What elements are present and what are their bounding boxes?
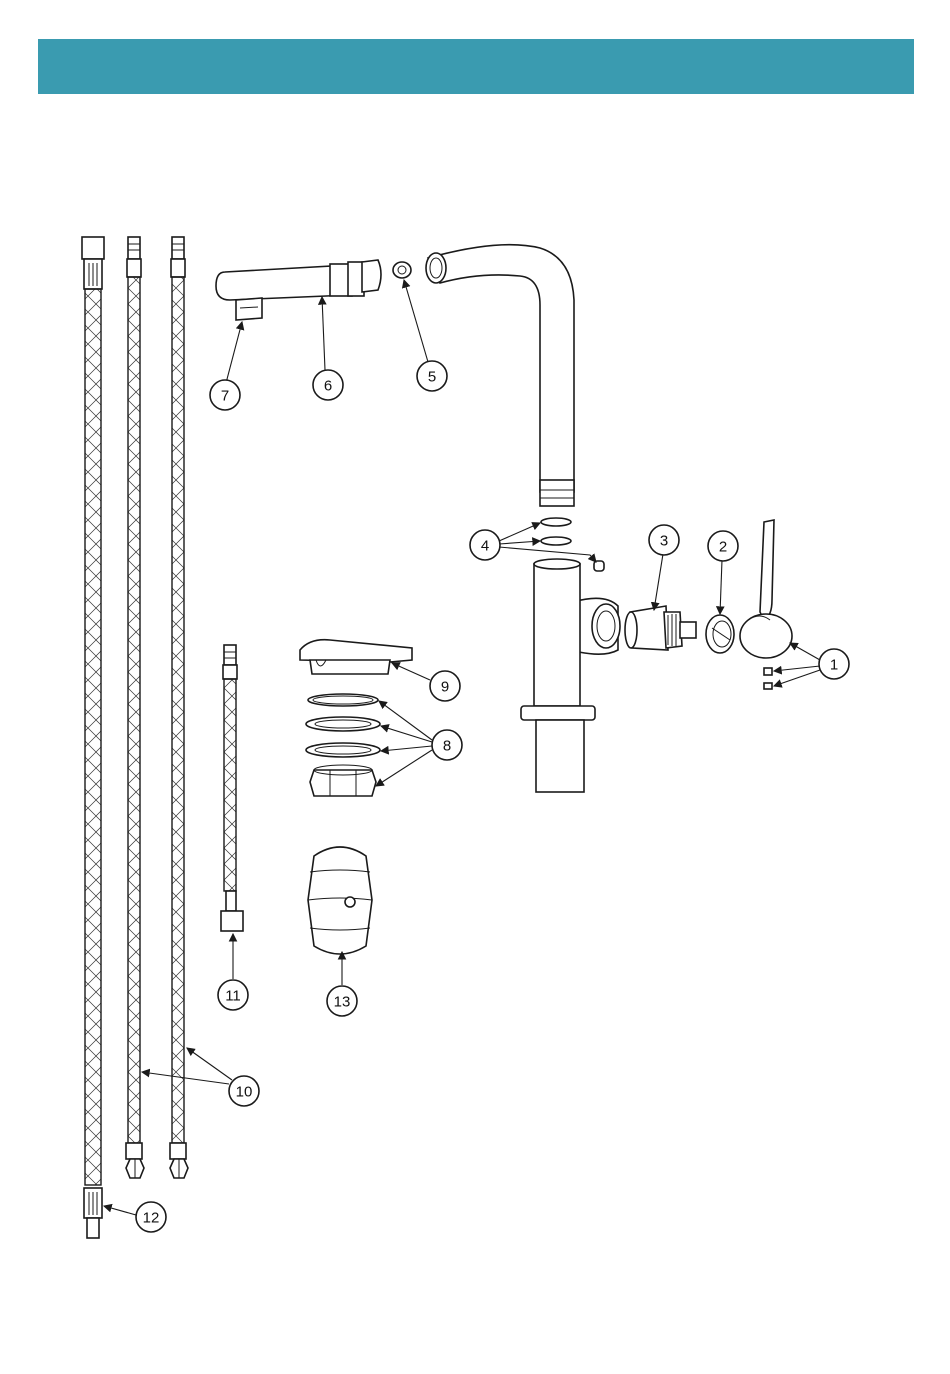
callout-8: 8 [432,730,462,760]
spout-body [426,245,574,506]
callout-12: 12 [136,1202,166,1232]
callout-9: 9 [430,671,460,701]
callout-3: 3 [649,525,679,555]
aerator-7 [236,298,262,320]
callout-5-label: 5 [428,369,436,386]
callout-6-label: 6 [324,378,332,395]
callout-9-label: 9 [441,679,449,696]
callout-1: 1 [819,649,849,679]
callout-11: 11 [218,980,248,1010]
hose-11 [221,645,243,931]
fixing-plate-9 [300,640,412,674]
callout-2-label: 2 [719,539,727,556]
spout-outlet-6 [216,260,381,300]
callout-8-label: 8 [443,738,451,755]
callout-5: 5 [417,361,447,391]
sleeve-5 [393,262,411,278]
callout-11-label: 11 [225,988,241,1005]
dome-cap-2 [706,615,734,653]
callout-7-label: 7 [221,388,229,405]
callout-4-label: 4 [481,538,489,555]
callout-2: 2 [708,531,738,561]
washers-8 [306,694,380,757]
block-13 [308,847,372,954]
callout-1-label: 1 [830,657,838,674]
callout-10: 10 [229,1076,259,1106]
callout-13-label: 13 [334,994,351,1011]
hose-10-right [170,237,188,1178]
mixer-body [521,559,620,792]
callout-7: 7 [210,380,240,410]
hose-12 [82,237,104,1238]
callout-12-label: 12 [143,1210,160,1227]
callout-10-label: 10 [236,1084,253,1101]
lever-handle-1 [740,520,792,689]
hose-10-left [126,237,144,1178]
callout-4: 4 [470,530,500,560]
lock-nut-8 [310,765,376,796]
callout-13: 13 [327,986,357,1016]
cartridge-3 [625,606,696,650]
callout-3-label: 3 [660,533,668,550]
callout-6: 6 [313,370,343,400]
